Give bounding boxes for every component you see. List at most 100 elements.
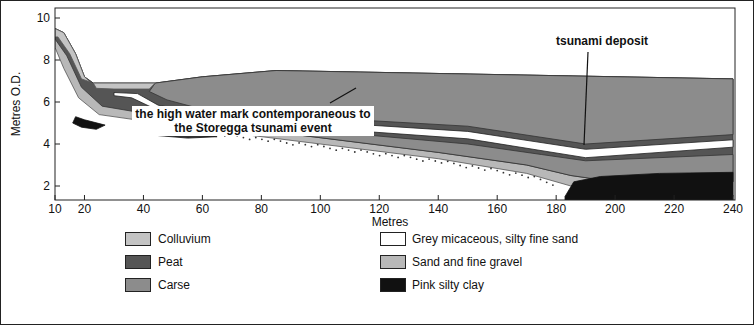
tick-mark (55, 195, 56, 200)
gravel-dot (533, 176, 535, 178)
axis-ticks (55, 18, 733, 200)
gravel-dot (527, 177, 529, 179)
gravel-dot (546, 181, 548, 183)
tick-label: 140 (428, 202, 448, 216)
colluvium-layer (93, 83, 155, 89)
gravel-dot (335, 149, 337, 151)
gravel-dot (255, 137, 257, 139)
gravel-dot (509, 174, 511, 176)
leader-line (330, 88, 356, 103)
gravel-dot (515, 172, 517, 174)
legend-text: Colluvium (158, 232, 211, 246)
colluvium-layer (55, 29, 90, 83)
gravel-dot (342, 147, 344, 149)
sand-gravel-layer (55, 29, 733, 197)
gravel-dot (286, 142, 288, 144)
legend-text: Sand and fine gravel (412, 255, 522, 269)
legend-text: Carse (158, 278, 190, 292)
clay-lens (73, 117, 105, 130)
gravel-dot (447, 160, 449, 162)
gravel-dot (472, 165, 474, 167)
gravel-dot (366, 151, 368, 153)
annotation: tsunami deposit (554, 34, 650, 48)
tick-mark (55, 18, 60, 19)
legend-swatch (125, 278, 151, 292)
peat-layer (55, 29, 733, 182)
gravel-dot (298, 142, 300, 144)
tick-label: 180 (546, 202, 566, 216)
gravel-dot (280, 140, 282, 142)
axis-title: Metres (372, 215, 409, 229)
gravel-dot (403, 155, 405, 157)
tick-mark (143, 195, 144, 200)
legend-swatch (125, 232, 151, 246)
tick-mark (615, 195, 616, 200)
legend-swatch (380, 255, 406, 269)
gravel-dot (360, 149, 362, 151)
tick-label: 6 (43, 95, 50, 109)
gravel-dot (428, 158, 430, 160)
gravel-dot (521, 174, 523, 176)
gravel-dot (385, 153, 387, 155)
tick-label: 120 (369, 202, 389, 216)
tick-mark (320, 195, 321, 200)
legend-swatch (380, 232, 406, 246)
tick-label: 20 (78, 202, 91, 216)
tick-mark (438, 195, 439, 200)
tick-mark (379, 195, 380, 200)
gravel-dot (422, 160, 424, 162)
tick-mark (202, 195, 203, 200)
gravel-dot (465, 167, 467, 169)
gravel-dot (552, 184, 554, 186)
gravel-dot (410, 156, 412, 158)
tick-label: 10 (37, 11, 50, 25)
clay-layer (565, 172, 733, 200)
gravel-dot (379, 155, 381, 157)
gravel-dot (459, 165, 461, 167)
gravel-dot (304, 144, 306, 146)
gravel-dot (329, 148, 331, 150)
gravel-dot (434, 160, 436, 162)
legend-text: Peat (158, 255, 183, 269)
gravel-dot (503, 172, 505, 174)
gravel-dot (484, 169, 486, 171)
leader-line (584, 52, 588, 145)
tick-label: 220 (664, 202, 684, 216)
gravel-dot (311, 146, 313, 148)
tick-label: 8 (43, 53, 50, 67)
tick-mark (556, 195, 557, 200)
gravel-dot (441, 162, 443, 164)
tsunami-sand-layer (114, 93, 733, 158)
tick-mark (55, 186, 60, 187)
tick-mark (55, 102, 60, 103)
gravel-dot (354, 151, 356, 153)
tick-mark (733, 195, 734, 200)
tick-label: 200 (605, 202, 625, 216)
tick-mark (55, 144, 60, 145)
gravel-dot (397, 157, 399, 159)
tick-label: 100 (310, 202, 330, 216)
tick-label: 80 (255, 202, 268, 216)
gravel-dot (317, 144, 319, 146)
tick-label: 160 (487, 202, 507, 216)
gravel-dot (373, 153, 375, 155)
legend-swatch (380, 278, 406, 292)
tick-label: 40 (137, 202, 150, 216)
gravel-dot (478, 167, 480, 169)
gravel-dot (267, 140, 269, 142)
tick-label: 240 (723, 202, 743, 216)
gravel-dot (453, 163, 455, 165)
tick-label: 10 (48, 202, 61, 216)
gravel-dot (323, 146, 325, 148)
tick-mark (84, 195, 85, 200)
tick-mark (55, 60, 60, 61)
plot-frame (55, 8, 735, 200)
annotation: the high water mark contemporaneous to t… (132, 106, 374, 136)
gravel-dot (261, 138, 263, 140)
tick-label: 60 (196, 202, 209, 216)
tick-mark (674, 195, 675, 200)
gravel-dot (273, 138, 275, 140)
tick-mark (261, 195, 262, 200)
